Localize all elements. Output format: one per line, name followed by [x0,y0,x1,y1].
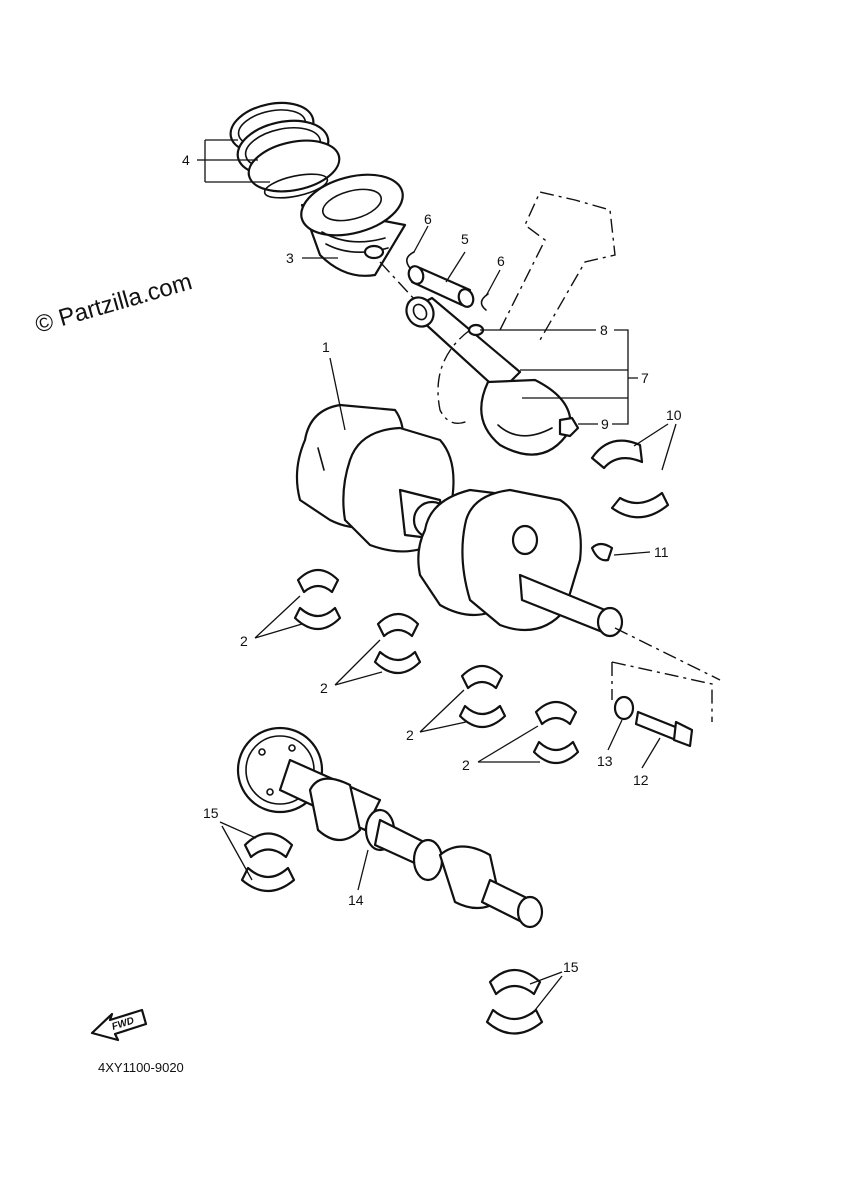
callout-8: 8 [600,322,608,338]
crankshaft [295,403,721,681]
callout-15-set2: 15 [563,959,579,975]
crank-bolt [634,710,694,748]
callout-4: 4 [182,152,190,168]
rod-nut [558,416,580,438]
balancer-bearing-set-2 [485,968,544,1035]
pin-clip-left [406,251,415,269]
washer [613,695,635,721]
callout-13: 13 [597,753,613,769]
callout-6-right: 6 [497,253,505,269]
callout-2-set2: 2 [320,680,328,696]
leader-lines [197,139,677,1015]
crank-bearing-set-2 [373,612,422,675]
pin-clip-right [480,293,489,311]
crank-bearing-set-3 [458,664,507,729]
callout-2-set1: 2 [240,633,248,649]
callout-6-left: 6 [424,211,432,227]
callout-7: 7 [641,370,649,386]
piston-rings [229,101,341,199]
crank-bearing-set-4 [532,700,580,765]
piston [300,173,407,277]
balancer-shaft [236,726,544,929]
big-end-bearing-lower [610,491,670,519]
callout-12: 12 [633,772,649,788]
balancer-bearing-set-1 [240,832,296,893]
callout-9: 9 [601,416,609,432]
watermark: © Partzilla.com [32,268,195,339]
callout-14: 14 [348,892,364,908]
callout-11: 11 [654,544,669,560]
cylinder-outline [499,191,616,341]
crank-bearing-set-1 [293,568,342,631]
callout-10: 10 [666,407,682,423]
callout-2-set4: 2 [462,757,470,773]
diagram-code: 4XY1100-9020 [98,1060,184,1075]
callout-1: 1 [322,339,330,355]
callout-5: 5 [461,231,469,247]
callout-2-set3: 2 [406,727,414,743]
big-end-bearing-upper [590,439,644,470]
piston-pin [407,265,475,308]
callout-15-set1: 15 [203,805,219,821]
callout-3: 3 [286,250,294,266]
woodruff-key [590,542,614,562]
connecting-rod [405,296,572,456]
fwd-arrow-icon: FWD [90,1008,148,1042]
